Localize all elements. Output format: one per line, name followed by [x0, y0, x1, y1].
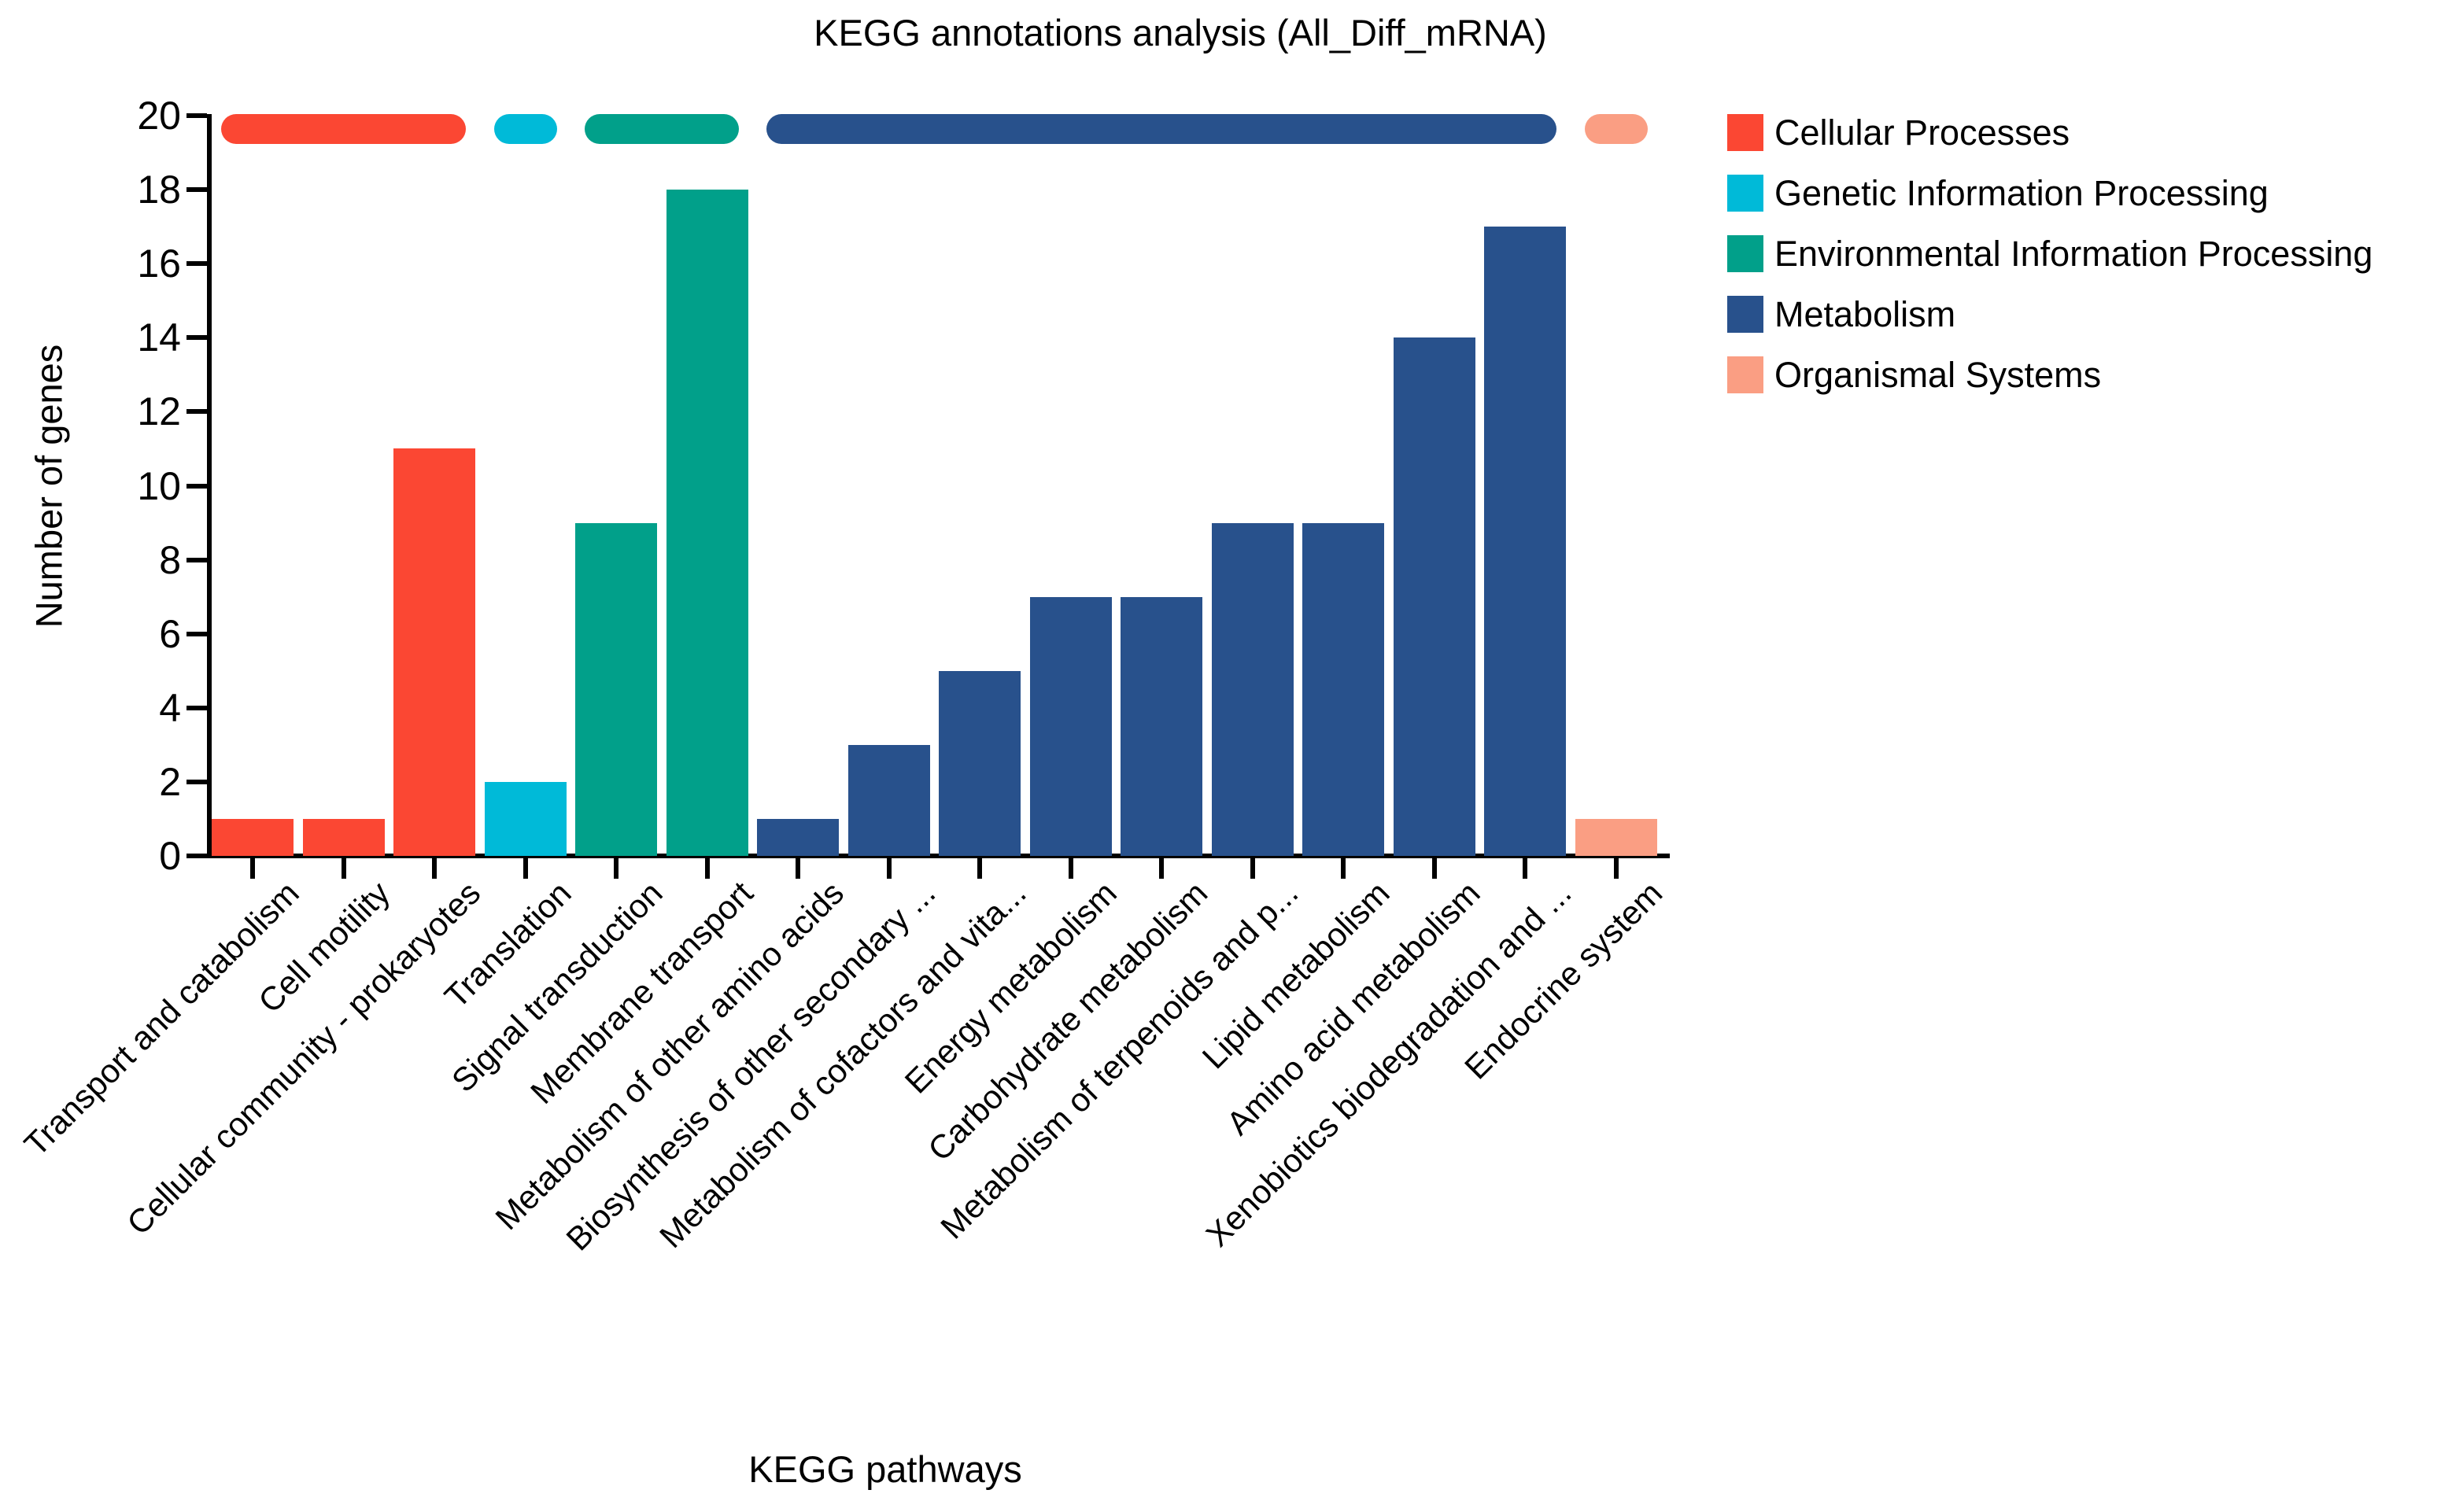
- legend-item: Environmental Information Processing: [1727, 235, 2437, 272]
- y-tick: [186, 187, 207, 193]
- y-tick-label: 2: [159, 759, 181, 804]
- y-tick: [186, 409, 207, 415]
- y-tick-label: 10: [137, 463, 181, 508]
- bar: [666, 190, 748, 856]
- chart-title: KEGG annotations analysis (All_Diff_mRNA…: [814, 12, 1547, 53]
- bar: [847, 744, 930, 856]
- bar: [1121, 596, 1202, 856]
- y-tick: [186, 113, 207, 118]
- x-tick: [704, 858, 710, 879]
- bar: [1302, 522, 1384, 856]
- legend-label: Metabolism: [1774, 294, 1956, 334]
- x-tick: [1523, 858, 1527, 879]
- y-tick: [186, 631, 207, 636]
- y-tick-label: 4: [159, 685, 181, 730]
- x-tick: [977, 858, 982, 879]
- x-tick: [1613, 858, 1619, 879]
- x-tick: [1250, 858, 1255, 879]
- x-tick: [1159, 858, 1164, 879]
- bar: [212, 818, 294, 856]
- bar: [575, 522, 657, 856]
- legend-swatch: [1727, 114, 1763, 151]
- y-tick: [186, 705, 207, 710]
- legend-item: Cellular Processes: [1727, 114, 2437, 151]
- y-tick: [186, 335, 207, 341]
- legend-item: Genetic Information Processing: [1727, 175, 2437, 212]
- x-tick: [341, 858, 346, 879]
- x-tick: [886, 858, 892, 879]
- bar: [1484, 227, 1566, 856]
- legend-item: Metabolism: [1727, 296, 2437, 333]
- x-tick-label: Cellular community - prokaryotes: [120, 874, 488, 1242]
- y-tick-label: 16: [137, 242, 181, 286]
- bar: [939, 670, 1021, 856]
- x-tick: [1068, 858, 1073, 879]
- y-tick: [186, 261, 207, 267]
- bar: [393, 448, 475, 856]
- y-tick: [186, 483, 207, 489]
- y-axis-line: [207, 114, 212, 858]
- x-tick: [1431, 858, 1437, 879]
- x-tick: [432, 858, 437, 879]
- y-tick-label: 20: [137, 94, 181, 138]
- y-tick-label: 18: [137, 168, 181, 212]
- x-tick: [614, 858, 618, 879]
- y-tick-label: 14: [137, 315, 181, 360]
- bar: [484, 781, 567, 856]
- legend-swatch: [1727, 356, 1763, 393]
- group-pill: [585, 114, 739, 144]
- bar: [302, 818, 385, 856]
- y-tick: [186, 854, 207, 858]
- group-pill: [1584, 114, 1648, 144]
- y-tick: [186, 779, 207, 784]
- bar: [1211, 522, 1294, 856]
- y-tick: [186, 557, 207, 562]
- legend-swatch: [1727, 175, 1763, 212]
- group-pill: [766, 114, 1556, 144]
- legend-label: Cellular Processes: [1774, 112, 2070, 153]
- x-axis-title: KEGG pathways: [748, 1448, 1022, 1490]
- y-tick-label: 0: [159, 834, 181, 878]
- bar: [757, 818, 839, 856]
- legend-label: Genetic Information Processing: [1774, 173, 2269, 213]
- bar: [1575, 818, 1657, 856]
- legend-item: Organismal Systems: [1727, 356, 2437, 393]
- group-pill: [221, 114, 466, 144]
- legend-label: Organismal Systems: [1774, 355, 2102, 395]
- bar: [1029, 596, 1112, 856]
- legend-swatch: [1727, 296, 1763, 333]
- x-tick: [250, 858, 255, 879]
- y-tick-label: 8: [159, 537, 181, 582]
- x-tick: [522, 858, 528, 879]
- legend-swatch: [1727, 235, 1763, 272]
- x-tick: [796, 858, 800, 879]
- x-axis-line: [207, 854, 1670, 858]
- group-pill: [493, 114, 557, 144]
- legend-label: Environmental Information Processing: [1774, 234, 2373, 274]
- x-tick: [1341, 858, 1346, 879]
- y-tick-label: 6: [159, 611, 181, 656]
- bar: [1393, 337, 1475, 856]
- y-tick-label: 12: [137, 389, 181, 434]
